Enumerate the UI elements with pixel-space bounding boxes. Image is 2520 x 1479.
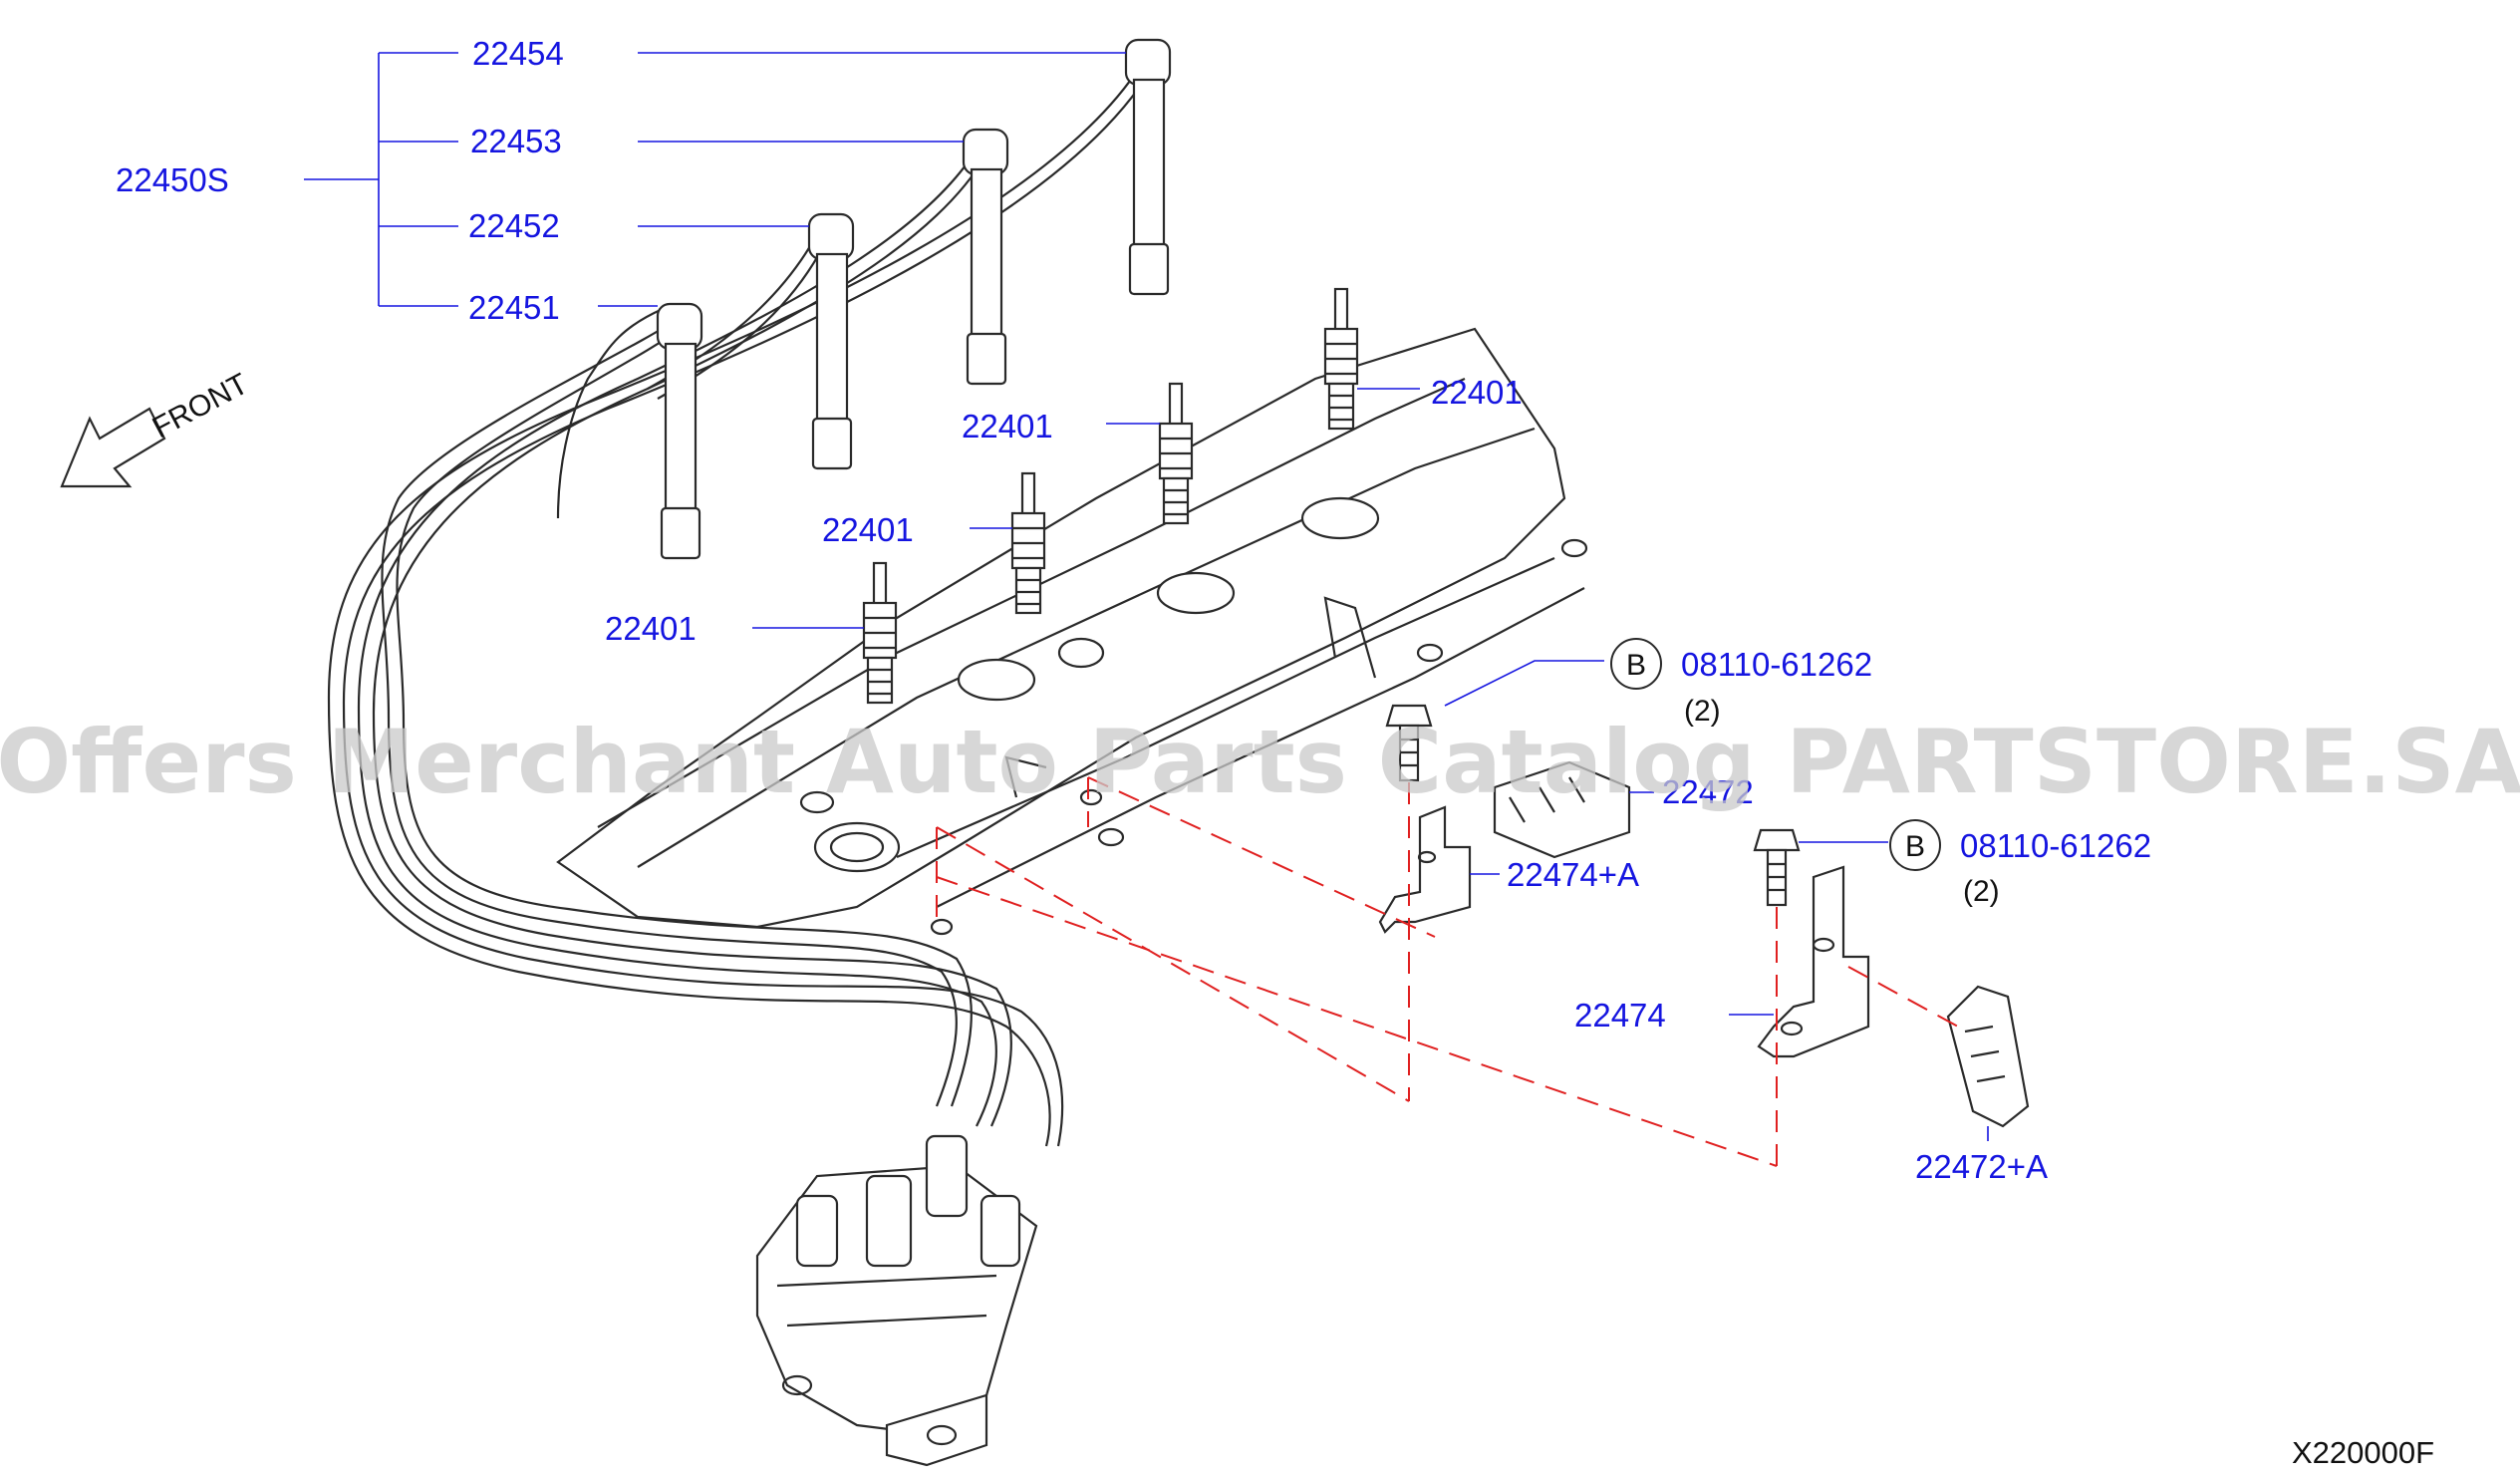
valve-cover [556, 327, 1588, 936]
bolt-badge-a-text: B [1626, 649, 1646, 682]
watermark: Offers Merchant Auto Parts Catalog PARTS… [0, 711, 2520, 813]
bolt-a-shape [1385, 704, 1433, 782]
bolt-badge-b: B [1889, 819, 1941, 871]
spark-plug-3-shape [1158, 382, 1194, 525]
part-label-clamp-a[interactable]: 22472 [1662, 773, 1754, 810]
assembly-guides [936, 776, 1959, 1167]
part-label-spark-plug-3[interactable]: 22401 [962, 408, 1053, 444]
bracket-a-shape [1378, 805, 1472, 934]
bolt-b-quantity: (2) [1963, 875, 2000, 908]
clamp-a-shape [1493, 760, 1631, 859]
diagram-code: X220000F [2292, 1435, 2434, 1470]
callout-leaders [304, 52, 1989, 1141]
part-label-bolt-a[interactable]: 08110-61262 [1681, 646, 1872, 683]
part-label-clamp-b[interactable]: 22472+A [1915, 1148, 2048, 1185]
part-label-bolt-b[interactable]: 08110-61262 [1960, 827, 2151, 864]
part-label-cable-set[interactable]: 22450S [116, 161, 229, 198]
part-label-spark-plug-4[interactable]: 22401 [1431, 374, 1523, 411]
bracket-b-shape [1757, 865, 1870, 1058]
spark-plug-1-shape [862, 561, 898, 705]
bolt-badge-b-text: B [1905, 830, 1925, 863]
oil-cap [813, 821, 901, 873]
ignition-cables [327, 38, 1172, 1147]
part-label-cable-2[interactable]: 22452 [468, 207, 560, 244]
part-label-bracket-b[interactable]: 22474 [1574, 997, 1666, 1034]
front-label: FRONT [147, 368, 254, 445]
plug-hole [1300, 496, 1380, 540]
part-label-cable-1[interactable]: 22451 [468, 289, 560, 326]
plug-hole [1156, 571, 1236, 615]
distributor [755, 1134, 1038, 1467]
plug-hole [1057, 637, 1105, 669]
part-label-cable-3[interactable]: 22453 [470, 123, 562, 159]
part-label-spark-plug-1[interactable]: 22401 [605, 610, 697, 647]
bolt-a-quantity: (2) [1684, 695, 1721, 728]
spark-plug-4-shape [1323, 287, 1359, 431]
clamp-b-shape [1946, 985, 2030, 1128]
spark-plug-2-shape [1010, 471, 1046, 615]
bolt-badge-a: B [1610, 638, 1662, 690]
plug-hole [957, 658, 1036, 702]
front-arrow-icon [60, 407, 166, 488]
part-label-spark-plug-2[interactable]: 22401 [822, 511, 914, 548]
part-label-bracket-a[interactable]: 22474+A [1507, 856, 1639, 893]
bolt-b-shape [1753, 828, 1801, 907]
part-label-cable-4[interactable]: 22454 [472, 35, 564, 72]
